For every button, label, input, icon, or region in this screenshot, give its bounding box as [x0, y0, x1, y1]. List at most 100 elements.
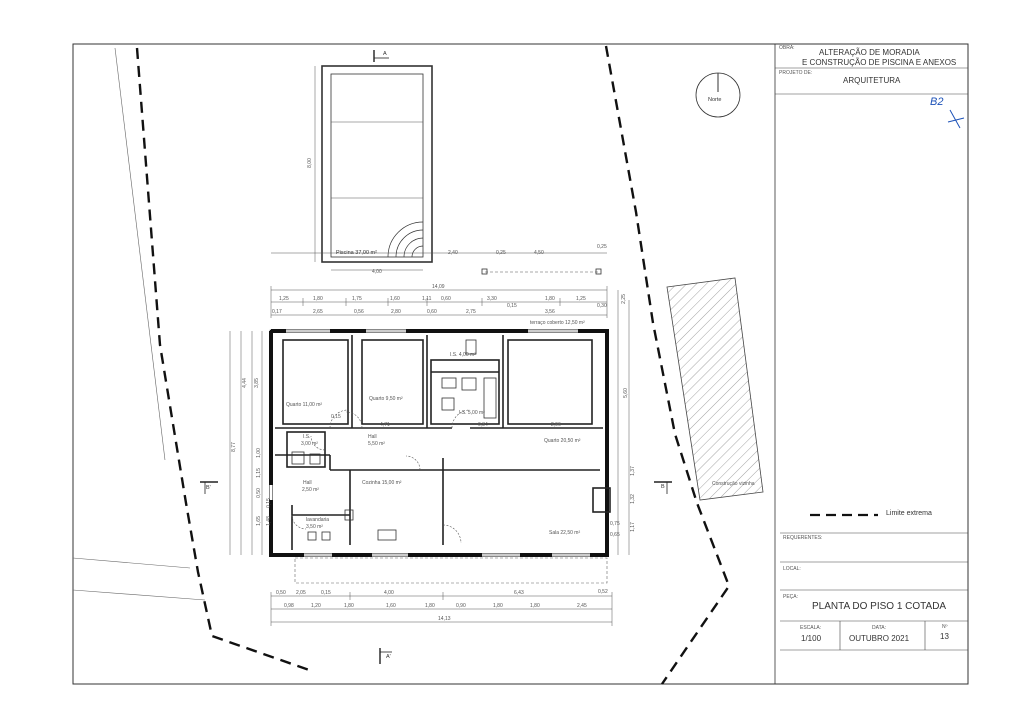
dim-left-6: 0,50 [255, 488, 262, 498]
room-hall-2-area: 2,50 m² [302, 487, 319, 493]
dim-right-1: 2,25 [620, 294, 627, 304]
dim-pool-gap-1: 2,40 [448, 250, 458, 256]
escala-value: 1/100 [801, 634, 822, 643]
pool-length: 8,00 [306, 158, 313, 168]
room-sala: Sala 22,50 m² [549, 530, 581, 536]
section-a-marker-top [373, 50, 389, 62]
dim-right-2: 5,60 [622, 388, 629, 398]
terrace [481, 268, 602, 275]
dim-inner-3: 0,15 [331, 414, 341, 420]
section-b-label: B [661, 484, 665, 490]
numero-value: 13 [940, 632, 949, 641]
room-is-1: I.S. 4,00 m² [450, 352, 476, 358]
dim-bot-row2-3: 1,80 [344, 603, 354, 609]
room-quarto-3: Quarto 20,50 m² [544, 438, 581, 444]
section-a-marker-bottom [379, 648, 392, 664]
handwritten-note: B2 [930, 96, 944, 108]
requerentes-label: REQUERENTES: [783, 535, 823, 541]
dim-bot-total: 14,13 [438, 616, 451, 622]
dim-bot-row2-1: 0,98 [284, 603, 294, 609]
dim-inner-2: 2,96 [551, 422, 561, 428]
room-hall-1-area: 5,50 m² [368, 441, 385, 447]
titleblock-grid [775, 67, 968, 651]
dim-top-row1-3: 1,75 [352, 296, 362, 302]
room-quarto-2: Quarto 9,50 m² [369, 396, 403, 402]
dim-top-row2-8: 3,56 [545, 309, 555, 315]
dimension-ticks [270, 286, 613, 626]
room-quarto-1: Quarto 11,00 m² [286, 402, 323, 408]
numero-label: Nº [942, 624, 948, 630]
room-lavandaria-name: lavandaria [306, 517, 330, 523]
dim-right-3: 1,32 [629, 494, 636, 504]
dim-left-8: 1,48 [265, 516, 272, 526]
dim-top-row1-7: 3,30 [487, 296, 497, 302]
data-label: DATA: [872, 625, 886, 631]
sheet-border [72, 43, 969, 685]
peca-value: PLANTA DO PISO 1 COTADA [812, 601, 947, 612]
site-lines [72, 47, 206, 601]
dim-inner-1: 4,71 [380, 422, 390, 428]
dim-bot-row2-4: 1,60 [386, 603, 396, 609]
dim-top-row2-5: 0,60 [427, 309, 437, 315]
dim-top-row1-9: 1,25 [576, 296, 586, 302]
dim-top-row1-6: 0,60 [441, 296, 451, 302]
section-b-marker-left [200, 481, 218, 494]
dim-bot-row2-9: 2,45 [577, 603, 587, 609]
dim-top-row1-5: 1,11 [422, 296, 432, 302]
dim-top-row2-6: 2,75 [466, 309, 476, 315]
limite-extrema-line [135, 45, 731, 685]
dim-right-7: 1,17 [629, 522, 636, 532]
dim-top-row2-2: 2,65 [313, 309, 323, 315]
dim-left-4: 1,00 [255, 448, 262, 458]
dim-pool-gap-4: 0,25 [597, 244, 607, 250]
dim-top-row1-1: 1,25 [279, 296, 289, 302]
window-glazing [286, 330, 590, 556]
dim-left-9: 0,15 [265, 498, 272, 508]
obra-line1: ALTERAÇÃO DE MORADIA [819, 48, 920, 57]
north-label: Norte [708, 97, 722, 103]
dim-top-row1-2: 1,80 [313, 296, 323, 302]
dim-bot-row1-6: 0,52 [598, 589, 608, 595]
dim-bot-row2-7: 1,80 [493, 603, 503, 609]
neighbor-building [666, 277, 764, 501]
dim-top-row1-8: 1,80 [545, 296, 555, 302]
dim-bot-row1-2: 2,05 [296, 590, 306, 596]
room-hall-1-name: Hall [368, 434, 377, 440]
dim-bot-row2-8: 1,80 [530, 603, 540, 609]
projeto-value: ARQUITETURA [843, 76, 901, 85]
dim-left-3: 8,77 [230, 442, 237, 452]
local-label: LOCAL: [783, 566, 801, 572]
pool-width: 4,00 [372, 269, 382, 275]
fixtures [291, 339, 497, 541]
section-b-marker-right [654, 481, 672, 494]
room-is-2: I.S. 5,00 m² [459, 410, 485, 416]
dim-left-2: 3,85 [253, 378, 260, 388]
projeto-label: PROJETO DE: [779, 70, 813, 76]
room-hall-2-name: Hall [303, 480, 312, 486]
dim-top-row1-4: 1,60 [390, 296, 400, 302]
dim-top-row2-9: 0,30 [597, 303, 607, 309]
dim-bot-row2-5: 1,80 [425, 603, 435, 609]
dim-left-1: 4,44 [241, 378, 248, 388]
dim-top-row2-4: 2,80 [391, 309, 401, 315]
room-cozinha: Cozinha 15,00 m² [362, 480, 402, 486]
dim-top-row2-1: 0,17 [272, 309, 282, 315]
room-is-3-name: I.S. [303, 434, 311, 440]
dim-left-5: 1,15 [255, 468, 262, 478]
legend-label: Limite extrema [886, 510, 932, 517]
interior-walls [275, 335, 611, 550]
section-a-prime-label: A' [386, 654, 391, 660]
dim-right-5: 0,75 [610, 521, 620, 527]
dim-pool-gap-2: 0,25 [496, 250, 506, 256]
dim-bot-row1-1: 0,50 [276, 590, 286, 596]
dim-top-row2-3: 0,56 [354, 309, 364, 315]
dim-inner-4: 0,34 [478, 422, 488, 428]
dim-bot-row1-5: 6,43 [514, 590, 524, 596]
dim-top-total: 14,09 [432, 284, 445, 290]
pool-label: Piscina 37,00 m² [336, 250, 377, 256]
dim-bot-row2-2: 1,20 [311, 603, 321, 609]
peca-label: PEÇA: [783, 594, 799, 600]
neighbor-label: Construção vizinha [712, 481, 755, 487]
obra-line2: E CONSTRUÇÃO DE PISCINA E ANEXOS [802, 58, 957, 67]
